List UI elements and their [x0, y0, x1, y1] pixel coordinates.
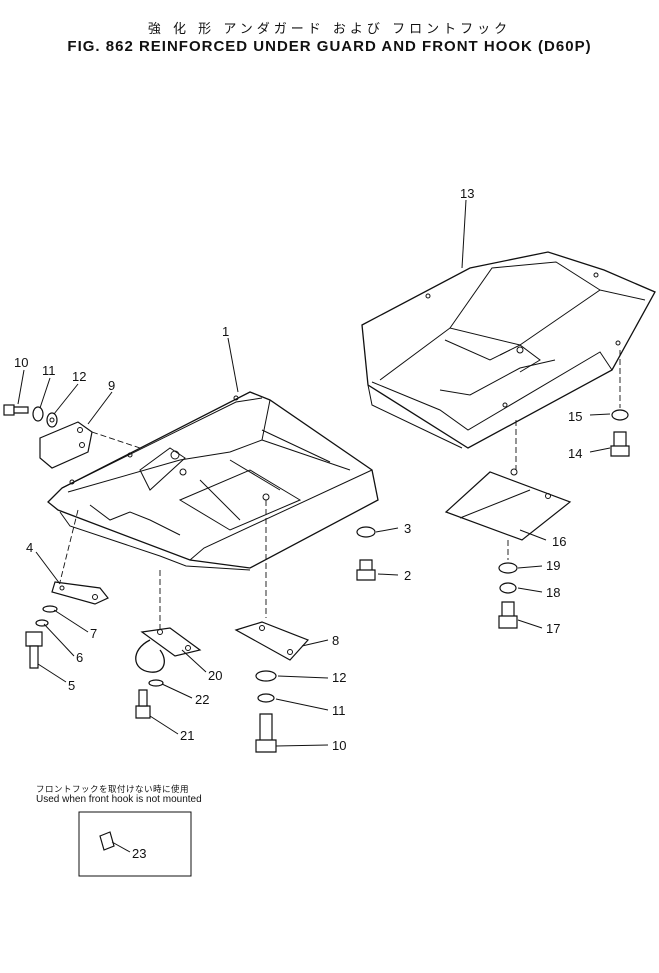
callout-3: 3 — [404, 521, 411, 536]
callout-4: 4 — [26, 540, 33, 555]
rear-cover-plate — [444, 420, 572, 560]
callout-21: 21 — [180, 728, 194, 743]
center-cover-plate — [234, 500, 310, 661]
callout-20: 20 — [208, 668, 222, 683]
front-under-guard — [47, 391, 379, 571]
rear-plate-fasteners — [498, 562, 518, 629]
callout-5: 5 — [68, 678, 75, 693]
callout-18: 18 — [546, 585, 560, 600]
title-japanese: 強 化 形 アンダガード および フロントフック — [147, 22, 512, 37]
callout-2: 2 — [404, 568, 411, 583]
side-cover-plate — [39, 421, 141, 469]
callout-10-center: 10 — [332, 738, 346, 753]
figure-title: FIG. 862 REINFORCED UNDER GUARD AND FRON… — [67, 38, 592, 55]
callout-14: 14 — [568, 446, 582, 461]
leader-lines — [17, 199, 611, 853]
callout-6: 6 — [76, 650, 83, 665]
callout-13: 13 — [460, 186, 474, 201]
callout-11-left: 11 — [42, 363, 56, 378]
callout-8: 8 — [332, 633, 339, 648]
callout-17: 17 — [546, 621, 560, 636]
alternate-part-box — [78, 811, 192, 877]
callout-12-left: 12 — [72, 369, 86, 384]
callout-12-center: 12 — [332, 670, 346, 685]
callout-16: 16 — [552, 534, 566, 549]
hook-plate — [51, 509, 109, 605]
callout-11-center: 11 — [332, 703, 346, 718]
callout-labels: 1 2 3 4 5 6 7 8 9 10 10 11 11 12 12 13 1… — [14, 186, 582, 861]
callout-1: 1 — [222, 324, 229, 339]
callout-10-left: 10 — [14, 355, 28, 370]
callout-19: 19 — [546, 558, 560, 573]
guard-fasteners-right — [356, 526, 376, 581]
hook-plate-fasteners — [25, 605, 58, 669]
callout-9: 9 — [108, 378, 115, 393]
center-fastener-stack — [255, 670, 277, 753]
note-english: Used when front hook is not mounted — [36, 794, 202, 805]
front-hook — [135, 570, 202, 673]
rear-under-guard — [361, 251, 656, 449]
hook-fasteners — [135, 679, 164, 719]
bolt-washer-set-left — [3, 404, 58, 428]
note-japanese: フロントフックを取付けない時に使用 — [36, 785, 190, 795]
callout-7: 7 — [90, 626, 97, 641]
callout-23: 23 — [132, 846, 146, 861]
callout-15: 15 — [568, 409, 582, 424]
rear-guard-fasteners — [610, 350, 630, 457]
callout-22: 22 — [195, 692, 209, 707]
